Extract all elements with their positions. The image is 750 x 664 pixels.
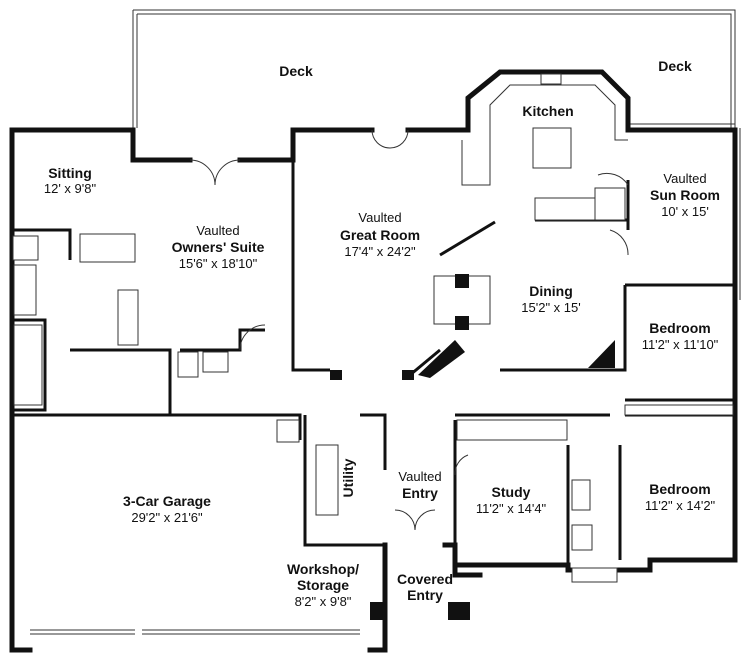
study-label: Study bbox=[492, 484, 531, 500]
sun-room-label: Sun Room bbox=[650, 187, 720, 203]
workshop-label-line1: Workshop/ bbox=[287, 561, 359, 577]
sink-icon bbox=[571, 524, 593, 551]
bedroom-1-label: Bedroom bbox=[649, 320, 710, 336]
toilet-icon bbox=[177, 351, 199, 378]
sink-icon bbox=[202, 351, 229, 373]
great-room-vaulted: Vaulted bbox=[358, 210, 401, 225]
fixtures bbox=[12, 73, 734, 620]
bedroom-2-label: Bedroom bbox=[649, 481, 710, 497]
toilet-icon bbox=[571, 479, 591, 511]
workshop-label-line2: Storage bbox=[297, 577, 349, 593]
dining-dims: 15'2" x 15' bbox=[521, 300, 580, 315]
garage-dims: 29'2" x 21'6" bbox=[131, 510, 203, 525]
workshop-dims: 8'2" x 9'8" bbox=[295, 594, 352, 609]
great-room-label: Great Room bbox=[340, 227, 420, 243]
garage-label: 3-Car Garage bbox=[123, 493, 211, 509]
shower-icon bbox=[13, 324, 43, 406]
deck-left-label: Deck bbox=[279, 63, 313, 79]
sitting-label: Sitting bbox=[48, 165, 92, 181]
garage-doors bbox=[30, 629, 360, 635]
study-dims: 11'2" x 14'4" bbox=[476, 501, 547, 516]
covered-entry-label-line2: Entry bbox=[407, 587, 443, 603]
exterior-walls bbox=[9, 69, 738, 653]
deck-right-label: Deck bbox=[658, 58, 692, 74]
owners-suite-label: Owners' Suite bbox=[172, 239, 265, 255]
washer-dryer bbox=[315, 444, 339, 516]
owners-suite-dims: 15'6" x 18'10" bbox=[179, 256, 258, 271]
sink-icon bbox=[79, 233, 136, 263]
sun-room-vaulted: Vaulted bbox=[663, 171, 706, 186]
toilet-icon bbox=[12, 235, 39, 261]
covered-entry-label-line1: Covered bbox=[397, 571, 453, 587]
bathtub-icon bbox=[571, 567, 618, 583]
bathtub-icon bbox=[13, 264, 37, 316]
sitting-dims: 12' x 9'8" bbox=[44, 181, 97, 196]
owners-suite-vaulted: Vaulted bbox=[196, 223, 239, 238]
kitchen-label: Kitchen bbox=[522, 103, 573, 119]
dining-label: Dining bbox=[529, 283, 573, 299]
kitchen-island bbox=[532, 127, 572, 169]
room-labels: Deck Deck Kitchen Sitting 12' x 9'8" Vau… bbox=[44, 58, 720, 609]
utility-label: Utility bbox=[340, 458, 356, 497]
bedroom-2-dims: 11'2" x 14'2" bbox=[645, 498, 716, 513]
great-room-dims: 17'4" x 24'2" bbox=[344, 244, 416, 259]
sun-room-dims: 10' x 15' bbox=[661, 204, 709, 219]
bedroom-1-dims: 11'2" x 11'10" bbox=[642, 337, 719, 352]
entry-vaulted: Vaulted bbox=[398, 469, 441, 484]
entry-label: Entry bbox=[402, 485, 438, 501]
